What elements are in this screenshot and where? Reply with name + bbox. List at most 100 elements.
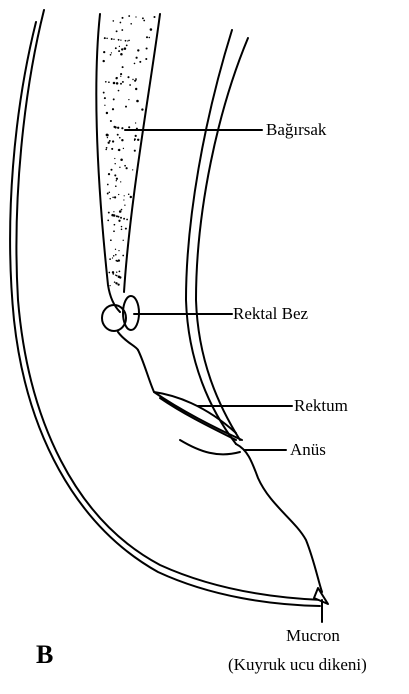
- stipple-dot: [134, 140, 135, 141]
- stipple-dot: [136, 100, 139, 103]
- stipple-dot: [118, 50, 120, 52]
- stipple-dot: [130, 196, 132, 198]
- stipple-dot: [135, 135, 137, 137]
- label-rectum: Rektum: [294, 397, 348, 414]
- stipple-dot: [112, 197, 113, 198]
- stipple-dot: [118, 216, 120, 218]
- stipple-dot: [106, 147, 108, 149]
- stipple-dot: [121, 229, 123, 231]
- stipple-dot: [113, 98, 115, 100]
- stipple-dot: [121, 209, 123, 211]
- stipple-dot: [120, 53, 123, 56]
- stipple-dot: [113, 230, 115, 232]
- stipple-dot: [112, 257, 113, 258]
- stipple-dot: [118, 194, 119, 195]
- stipple-dot: [115, 47, 117, 49]
- stipple-dot: [120, 83, 122, 85]
- stipple-dot: [106, 38, 107, 39]
- stipple-dot: [136, 57, 138, 59]
- stipple-dot: [126, 167, 128, 169]
- stipple-dot: [115, 249, 116, 250]
- stipple-dot: [142, 17, 144, 19]
- stipple-dot: [120, 159, 123, 162]
- stipple-dot: [121, 48, 123, 50]
- stipple-dot: [104, 37, 106, 39]
- stipple-dot: [118, 259, 120, 261]
- stipple-dot: [119, 167, 120, 168]
- stipple-dot: [125, 40, 127, 42]
- stipple-dot: [116, 283, 117, 284]
- stipple-dot: [134, 63, 136, 65]
- stipple-dot: [108, 142, 110, 144]
- stipple-dot: [120, 181, 121, 182]
- stipple-dot: [109, 192, 111, 194]
- stipple-dot: [107, 137, 108, 138]
- stipple-dot: [105, 149, 107, 151]
- stipple-dot: [123, 240, 124, 241]
- stipple-dot: [118, 220, 120, 222]
- stipple-dot: [143, 20, 145, 22]
- stipple-dot: [120, 39, 121, 40]
- stipple-dot: [116, 82, 119, 85]
- stipple-dot: [104, 97, 106, 99]
- stipple-dot: [135, 88, 137, 90]
- stipple-dot: [110, 169, 112, 171]
- stipple-dot: [116, 275, 118, 277]
- stipple-dot: [149, 37, 151, 39]
- stipple-dot: [110, 239, 112, 241]
- stipple-dot: [127, 76, 129, 78]
- stipple-dot: [119, 46, 120, 47]
- stipple-dot: [109, 198, 110, 199]
- stipple-dot: [118, 39, 120, 41]
- stipple-dot: [122, 81, 124, 83]
- label-anus: Anüs: [290, 441, 326, 458]
- stipple-dot: [128, 126, 130, 128]
- stipple-dot: [108, 81, 110, 83]
- stipple-dot: [114, 174, 116, 176]
- stipple-dot: [113, 82, 116, 85]
- stipple-dot: [123, 148, 124, 149]
- stipple-dot: [116, 77, 118, 79]
- stipple-dot: [108, 272, 110, 274]
- stipple-dot: [106, 134, 109, 137]
- intestine-stipple: [103, 15, 156, 286]
- stipple-dot: [114, 158, 115, 159]
- stipple-dot: [130, 23, 132, 25]
- stipple-dot: [120, 76, 121, 77]
- stipple-dot: [103, 51, 105, 53]
- stipple-dot: [126, 45, 128, 47]
- stipple-dot: [111, 52, 112, 53]
- intestine-outline: [96, 14, 120, 312]
- stipple-dot: [112, 140, 114, 142]
- stipple-dot: [108, 212, 110, 214]
- stipple-dot: [116, 180, 117, 181]
- stipple-dot: [118, 250, 119, 251]
- stipple-dot: [139, 61, 141, 63]
- stipple-dot: [113, 211, 114, 212]
- stipple-dot: [114, 196, 116, 198]
- stipple-dot: [124, 165, 126, 167]
- stipple-dot: [114, 163, 115, 164]
- stipple-dot: [103, 60, 105, 62]
- stipple-dot: [120, 73, 122, 75]
- stipple-dot: [112, 20, 114, 22]
- stipple-dot: [129, 84, 131, 86]
- stipple-dot: [141, 108, 143, 110]
- stipple-dot: [123, 199, 124, 200]
- stipple-dot: [110, 120, 112, 122]
- stipple-dot: [124, 47, 127, 50]
- stipple-dot: [109, 140, 111, 142]
- stipple-dot: [125, 228, 127, 230]
- stipple-dot: [115, 185, 117, 187]
- stipple-dot: [123, 218, 125, 220]
- stipple-dot: [118, 149, 120, 151]
- stipple-dot: [118, 90, 120, 92]
- stipple-dot: [134, 150, 136, 152]
- stipple-dot: [119, 277, 121, 279]
- stipple-dot: [121, 17, 123, 19]
- stipple-dot: [136, 128, 138, 130]
- stipple-dot: [135, 78, 137, 80]
- stipple-dot: [132, 79, 133, 80]
- stipple-dot: [153, 16, 155, 18]
